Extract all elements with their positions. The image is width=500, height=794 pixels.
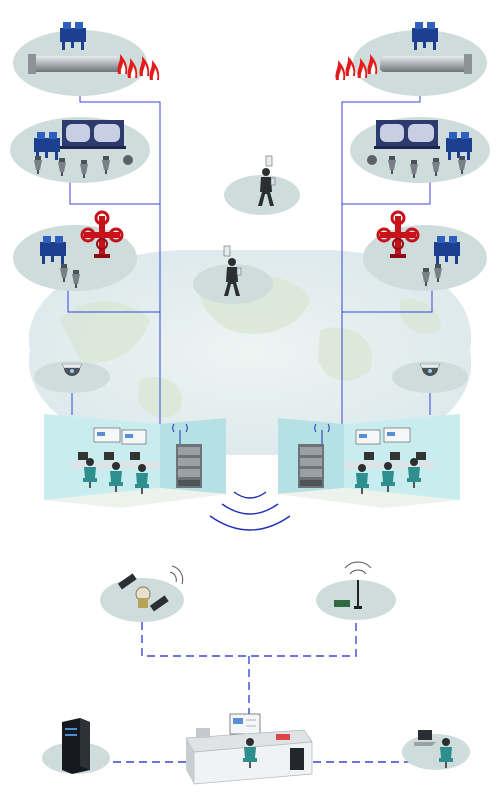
node-control-room-left bbox=[44, 414, 226, 508]
node-remote-workstation bbox=[402, 730, 470, 770]
node-field-worker-mid bbox=[193, 245, 273, 304]
link-lines-right bbox=[341, 96, 433, 430]
server-cabinet-icon bbox=[298, 444, 324, 488]
wireless-sensor-icon bbox=[123, 155, 133, 165]
handheld-radio-icon bbox=[265, 155, 273, 167]
node-christmas-tree-left bbox=[13, 210, 137, 291]
pump-skid-icon bbox=[412, 22, 438, 50]
link-compressor-left bbox=[69, 182, 160, 205]
antenna-icon bbox=[314, 423, 330, 444]
modem-icon bbox=[334, 600, 350, 607]
link-wellhead-right bbox=[341, 96, 421, 430]
node-server bbox=[42, 718, 110, 774]
link-tree-left bbox=[67, 290, 160, 313]
node-christmas-tree-right bbox=[363, 210, 487, 291]
monitor-wall-icon bbox=[229, 713, 261, 735]
video-wall-icon bbox=[355, 427, 411, 445]
server-cabinet-icon bbox=[176, 444, 202, 488]
link-tree-right bbox=[342, 290, 433, 313]
operator-desk-icon bbox=[70, 452, 160, 494]
signal-waves-icon bbox=[344, 561, 372, 575]
node-gateway bbox=[316, 561, 396, 620]
handheld-radio-icon bbox=[223, 245, 231, 257]
node-satellite bbox=[100, 565, 184, 622]
node-camera-left bbox=[34, 361, 110, 393]
signal-waves-icon bbox=[169, 565, 184, 585]
link-compressor-right bbox=[342, 182, 431, 205]
rack-server-icon bbox=[62, 718, 90, 774]
link-lines-left bbox=[67, 96, 161, 430]
compressor-skid-icon bbox=[374, 120, 440, 149]
pipeline-icon bbox=[380, 56, 468, 72]
node-wellhead-top-left bbox=[13, 22, 160, 96]
antenna-icon bbox=[354, 580, 362, 609]
node-central-console bbox=[185, 713, 313, 785]
node-control-room-right bbox=[278, 414, 460, 508]
satellite-icon bbox=[117, 573, 169, 612]
node-compressor-left bbox=[10, 117, 150, 183]
operator-desk-icon bbox=[344, 452, 434, 494]
node-field-worker-top bbox=[224, 155, 300, 215]
pump-skid-icon bbox=[60, 22, 86, 50]
node-wellhead-top-right bbox=[335, 22, 487, 96]
world-map-background bbox=[28, 250, 472, 455]
pipeline-icon bbox=[32, 56, 120, 72]
video-wall-icon bbox=[93, 427, 147, 445]
dashed-network-links bbox=[100, 620, 414, 763]
laptop-icon bbox=[414, 730, 436, 746]
node-compressor-right bbox=[350, 117, 490, 183]
link-wellhead-left bbox=[79, 96, 161, 430]
node-camera-right bbox=[392, 361, 468, 393]
compressor-skid-icon bbox=[60, 120, 126, 149]
wireless-waves-icon bbox=[209, 491, 291, 531]
antenna-icon bbox=[172, 423, 188, 444]
wireless-sensor-icon bbox=[367, 155, 377, 165]
